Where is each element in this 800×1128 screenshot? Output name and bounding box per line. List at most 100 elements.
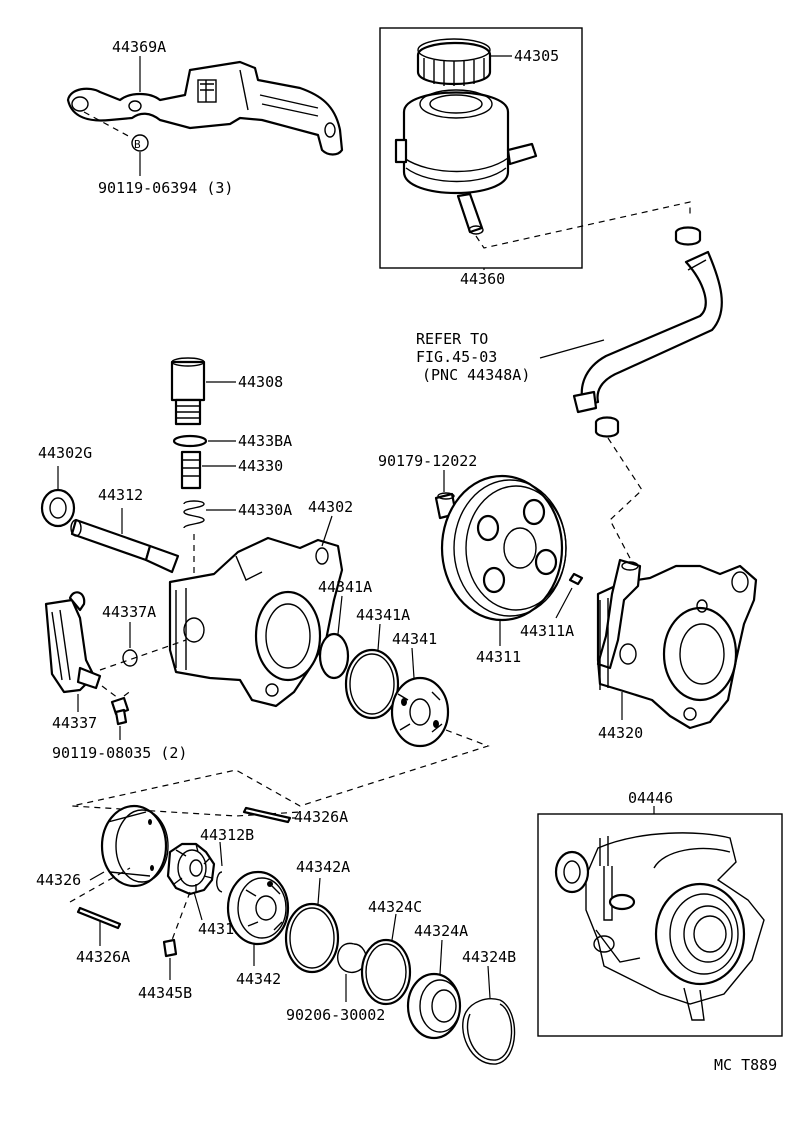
- snap-ring-44324b: [462, 998, 516, 1065]
- label-44311: 44311: [476, 648, 521, 666]
- leader-44324b: [487, 965, 491, 999]
- mark-b: B: [134, 138, 141, 151]
- leader-44341a-a: [337, 595, 343, 635]
- pin-44326a-bottom: [76, 906, 122, 930]
- label-4433ba: 4433BA: [238, 432, 292, 450]
- dash-bolt-b: [83, 111, 133, 139]
- footer-code: MC T889: [714, 1056, 777, 1074]
- refer-line1: REFER TO: [416, 330, 488, 348]
- leader-refer: [539, 339, 605, 359]
- leader-44341a-b: [377, 623, 381, 651]
- pin-44326a-top: [242, 806, 292, 824]
- oring-44341a-large-inner: [349, 653, 395, 715]
- label-44360: 44360: [460, 270, 505, 288]
- label-44312b: 44312B: [200, 826, 254, 844]
- label-44312: 44312: [98, 486, 143, 504]
- label-90206-30002: 90206-30002: [286, 1006, 385, 1024]
- label-44342a: 44342A: [296, 858, 350, 876]
- label-90119-06394: 90119-06394 (3): [98, 179, 233, 197]
- label-44369a: 44369A: [112, 38, 166, 56]
- dash-pipe-housing: [99, 639, 187, 671]
- dash-reservoir-hose: [475, 201, 691, 249]
- valve-44308: [170, 357, 206, 426]
- label-44341a-a: 44341A: [318, 578, 372, 596]
- mark-b-circle: [131, 134, 149, 152]
- bolt-90119-08035: [110, 696, 130, 726]
- dash-hose-pump: [607, 437, 643, 563]
- leader-44311a: [555, 587, 573, 619]
- pipe-44337: [44, 591, 102, 694]
- bracket-44369a: [66, 60, 344, 156]
- leader-44302: [321, 515, 333, 547]
- snap-44312b: [216, 871, 223, 893]
- key-44311a: [568, 572, 584, 586]
- leader-44341: [411, 647, 415, 679]
- cam-ring-44326: [100, 804, 169, 888]
- label-44324a: 44324A: [414, 922, 468, 940]
- kit-box: [537, 813, 783, 1037]
- leader-44342a: [317, 877, 321, 905]
- leader-44324c: [391, 913, 397, 941]
- pulley-44311: [440, 474, 567, 622]
- label-44324b: 44324B: [462, 948, 516, 966]
- refer-line2: FIG.45-03: [416, 348, 497, 366]
- label-44302g: 44302G: [38, 444, 92, 462]
- leader-44324a: [439, 939, 443, 975]
- label-44330a: 44330A: [238, 501, 292, 519]
- label-44337a: 44337A: [102, 603, 156, 621]
- label-90179-12022: 90179-12022: [378, 452, 477, 470]
- valve-44330: [180, 450, 202, 490]
- snap-ring-44324b-inner: [466, 1003, 513, 1061]
- shaft-44312: [70, 518, 180, 574]
- label-44308: 44308: [238, 373, 283, 391]
- oring-44341a-small: [318, 632, 350, 680]
- oring-44324c-inner: [365, 943, 407, 1001]
- reservoir-box: [379, 27, 583, 269]
- rotor-44313: [166, 842, 216, 896]
- label-04446: 04446: [628, 789, 673, 807]
- label-44345b: 44345B: [138, 984, 192, 1002]
- side-plate-44341: [390, 676, 450, 748]
- dash-bolt-pipe: [101, 685, 133, 699]
- dash-cam-pin: [69, 867, 131, 903]
- oil-seal-44302g: [40, 488, 76, 528]
- oring-44337a: [122, 649, 138, 667]
- pump-assembly-44320: [596, 558, 758, 730]
- dash-assembly-group: [71, 729, 490, 817]
- seal-44324a: [406, 972, 462, 1040]
- label-44320: 44320: [598, 724, 643, 742]
- pump-housing-44302: [168, 536, 344, 708]
- leader-44313: [193, 891, 203, 921]
- kit-contents-04446: [554, 832, 765, 1021]
- label-44311a: 44311A: [520, 622, 574, 640]
- oring-44324c: [360, 938, 412, 1006]
- oring-44341a-large: [344, 648, 400, 720]
- oring-44342a: [284, 902, 340, 974]
- vane-44345b: [162, 938, 178, 958]
- side-plate-44342: [226, 870, 290, 946]
- return-hose: [572, 226, 723, 438]
- reservoir-tank-44360: [394, 89, 538, 235]
- reservoir-cap-44305: [416, 38, 492, 86]
- label-44326a-top: 44326A: [294, 808, 348, 826]
- refer-line3: (PNC 44348A): [422, 366, 530, 384]
- label-44324c: 44324C: [368, 898, 422, 916]
- label-44326: 44326: [36, 871, 81, 889]
- oring-44342a-inner: [289, 907, 335, 969]
- leader-44326: [89, 871, 105, 881]
- label-44341: 44341: [392, 630, 437, 648]
- label-44330: 44330: [238, 457, 283, 475]
- spring-44330a: [183, 500, 205, 529]
- oring-4433ba: [172, 434, 208, 448]
- dash-rotor-vane: [171, 891, 191, 941]
- label-44337: 44337: [52, 714, 97, 732]
- label-90119-08035: 90119-08035 (2): [52, 744, 187, 762]
- label-44342: 44342: [236, 970, 281, 988]
- snap-ring-90206-30002: [336, 942, 368, 973]
- label-44341a-b: 44341A: [356, 606, 410, 624]
- label-44326a-bottom: 44326A: [76, 948, 130, 966]
- leader-44312b: [219, 841, 223, 867]
- label-44302: 44302: [308, 498, 353, 516]
- label-44305: 44305: [514, 47, 559, 65]
